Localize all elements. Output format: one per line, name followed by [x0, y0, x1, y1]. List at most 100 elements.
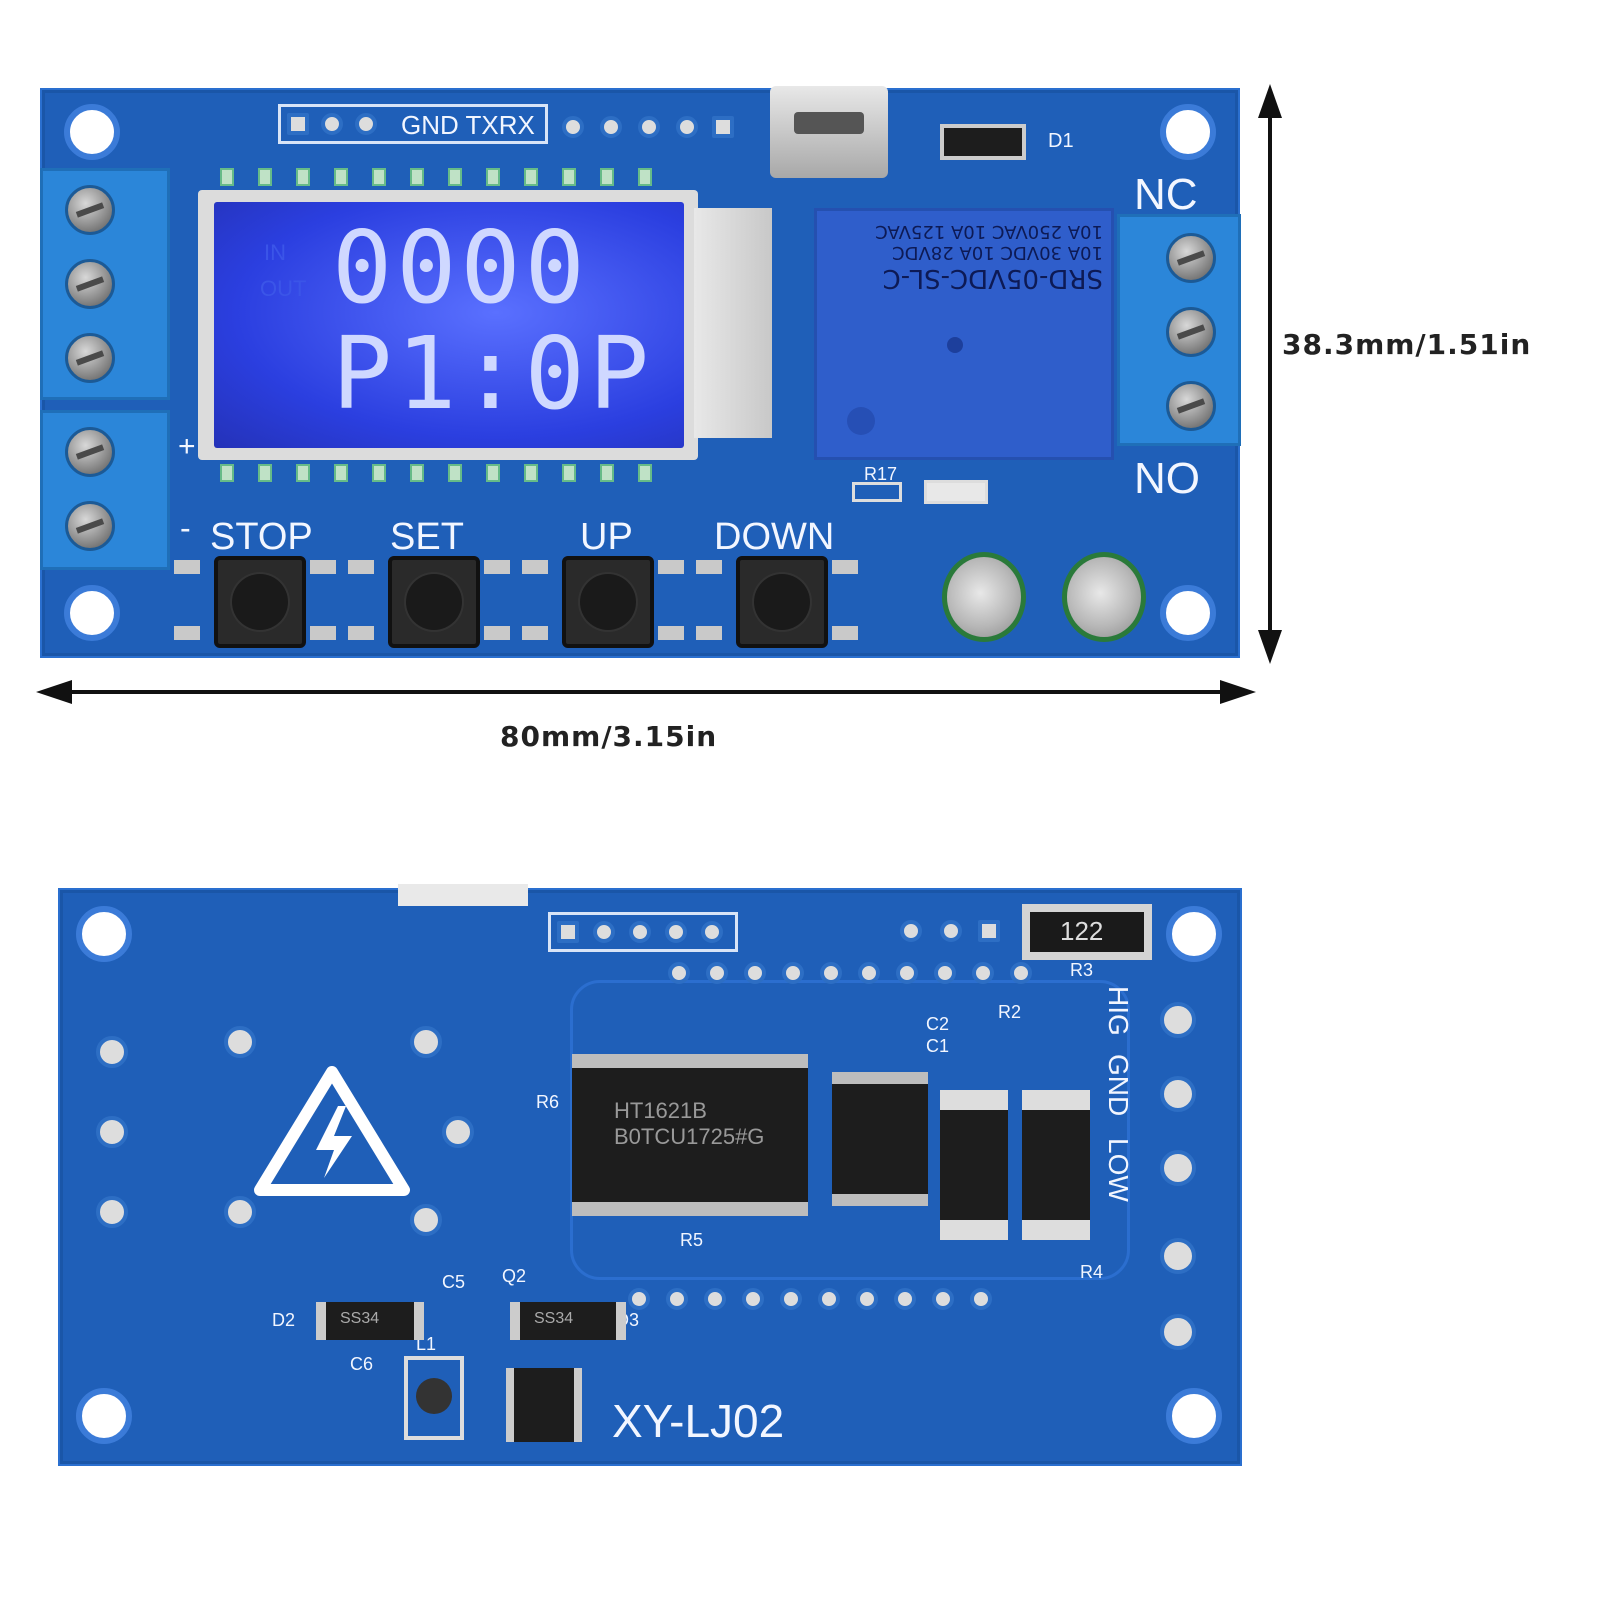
via-hole [668, 962, 690, 984]
via-hole [1010, 962, 1032, 984]
pin-hole [638, 116, 660, 138]
header-pin [287, 113, 309, 135]
ic-controller [832, 1072, 928, 1206]
power-terminal-block-2 [40, 410, 170, 570]
ic-marking-line-2: B0TCU1725#G [614, 1124, 765, 1149]
down-button[interactable] [736, 556, 828, 648]
relay-nc-label: NC [1134, 170, 1198, 219]
header-pin [701, 921, 723, 943]
button-solder-pad [348, 626, 374, 640]
stop-button[interactable] [214, 556, 306, 648]
via-hole [894, 1288, 916, 1310]
button-solder-pad [174, 560, 200, 574]
relay-solder-pad [224, 1026, 256, 1058]
serial-header: GND TXRX [278, 104, 548, 144]
component-label-r2: R2 [998, 1002, 1022, 1022]
lcd-pin [372, 464, 386, 482]
via-hole [782, 962, 804, 984]
button-solder-pad [348, 560, 374, 574]
lcd-pin [486, 464, 500, 482]
diode-marking: SS34 [340, 1310, 380, 1327]
lcd-pin [296, 464, 310, 482]
mounting-hole-top-right [1160, 104, 1216, 160]
via-hole [858, 962, 880, 984]
lcd-pin [334, 168, 348, 186]
button-solder-pad [174, 626, 200, 640]
lcd-pin [296, 168, 310, 186]
relay-dot [947, 337, 963, 353]
via-hole [628, 1288, 650, 1310]
set-button[interactable] [388, 556, 480, 648]
electrolytic-capacitor [942, 552, 1026, 642]
usb-slot [794, 112, 864, 134]
inductor-core [416, 1378, 452, 1414]
side-label-low: LOW [1103, 1138, 1134, 1202]
lcd-pin [220, 168, 234, 186]
relay-solder-pad [442, 1116, 474, 1148]
status-led [924, 480, 988, 504]
plus-label: + [178, 430, 196, 463]
lcd-pin [220, 464, 234, 482]
button-solder-pad [522, 626, 548, 640]
component-label-c6: C6 [350, 1354, 374, 1374]
lcd-pin [600, 168, 614, 186]
lcd-backlight-tab [694, 208, 772, 438]
via-hole [932, 1288, 954, 1310]
r17-label: R17 [864, 464, 898, 484]
lcd-screen: IN OUT 0000 P1:0P [214, 202, 684, 448]
lcd-pin [562, 464, 576, 482]
pin-hole [600, 116, 622, 138]
via-hole [742, 1288, 764, 1310]
width-dimension-label: 80mm/3.15in [500, 720, 718, 753]
diode-d3: SS34 [510, 1302, 626, 1340]
relay-solder-pad [96, 1116, 128, 1148]
mounting-hole-bottom-left [76, 1388, 132, 1444]
header-pin [355, 113, 377, 135]
micro-usb-port [770, 86, 888, 178]
lcd-line-1: 0000 [332, 209, 589, 326]
lcd-pin [524, 464, 538, 482]
button-solder-pad [522, 560, 548, 574]
button-solder-pad [696, 626, 722, 640]
lcd-pin [410, 168, 424, 186]
via-hole [780, 1288, 802, 1310]
via-hole [934, 962, 956, 984]
usb-edge [398, 884, 528, 906]
diode-marking: SS34 [534, 1310, 574, 1327]
d1-label: D1 [1048, 130, 1074, 152]
diode-d1 [940, 124, 1026, 160]
trace-region [570, 980, 1130, 1280]
board-model-label: XY-LJ02 [612, 1395, 785, 1447]
lcd-pin [258, 168, 272, 186]
ic-marking-line-1: HT1621B [614, 1098, 707, 1123]
component-label-d2: D2 [272, 1310, 296, 1330]
via-hole [744, 962, 766, 984]
header-pin [629, 921, 651, 943]
mounting-hole-top-right [1166, 906, 1222, 962]
button-solder-pad [310, 626, 336, 640]
relay-solder-pad [224, 1196, 256, 1228]
lcd-line-2: P1:0P [332, 315, 654, 432]
height-dimension-label: 38.3mm/1.51in [1282, 328, 1532, 361]
mounting-hole-bottom-left [64, 585, 120, 641]
signal-pad-low [1160, 1150, 1196, 1186]
up-button[interactable] [562, 556, 654, 648]
header-pin [665, 921, 687, 943]
minus-label: - [180, 510, 191, 546]
mounting-hole-top-left [76, 906, 132, 962]
lcd-ghost-out: OUT [260, 276, 307, 301]
relay-solder-pad [96, 1036, 128, 1068]
relay-dot [847, 407, 875, 435]
button-solder-pad [832, 626, 858, 640]
lcd-pin [372, 168, 386, 186]
terminal-screw [1166, 381, 1216, 431]
dimension-arrows [36, 84, 1282, 704]
relay-solder-pad [410, 1204, 442, 1236]
component-label-r4: R4 [1080, 1262, 1104, 1282]
lcd-pin [410, 464, 424, 482]
button-solder-pad [484, 560, 510, 574]
solder-pad [1160, 1238, 1196, 1274]
mounting-hole-bottom-right [1160, 585, 1216, 641]
top-header [548, 912, 738, 952]
lcd-pin [600, 464, 614, 482]
